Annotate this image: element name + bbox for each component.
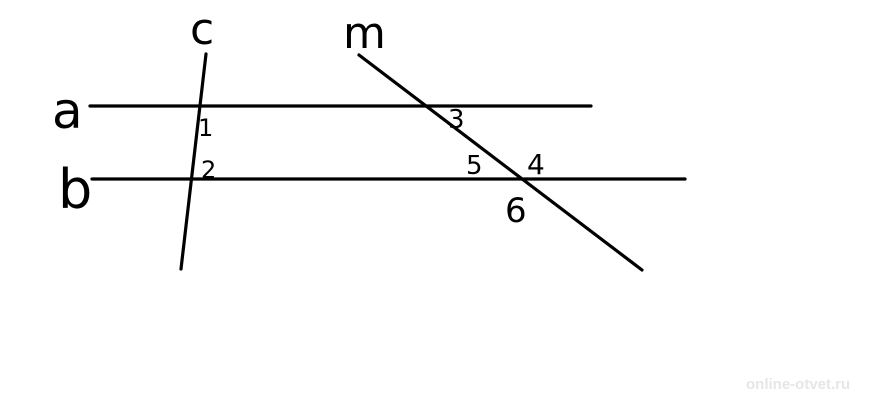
line-c [179,52,208,271]
label-line-a: a [52,82,83,140]
label-line-m: m [343,8,386,59]
label-line-c: c [190,4,214,55]
angle-label-1: 1 [198,114,213,142]
watermark-text: online-otvet.ru [746,376,850,393]
angle-label-4: 4 [527,148,545,181]
angle-label-2: 2 [201,156,216,184]
angle-label-3: 3 [448,105,465,135]
angle-label-6: 6 [505,191,527,231]
angle-label-5: 5 [466,151,483,181]
label-line-b: b [58,158,92,221]
line-m [357,53,644,272]
